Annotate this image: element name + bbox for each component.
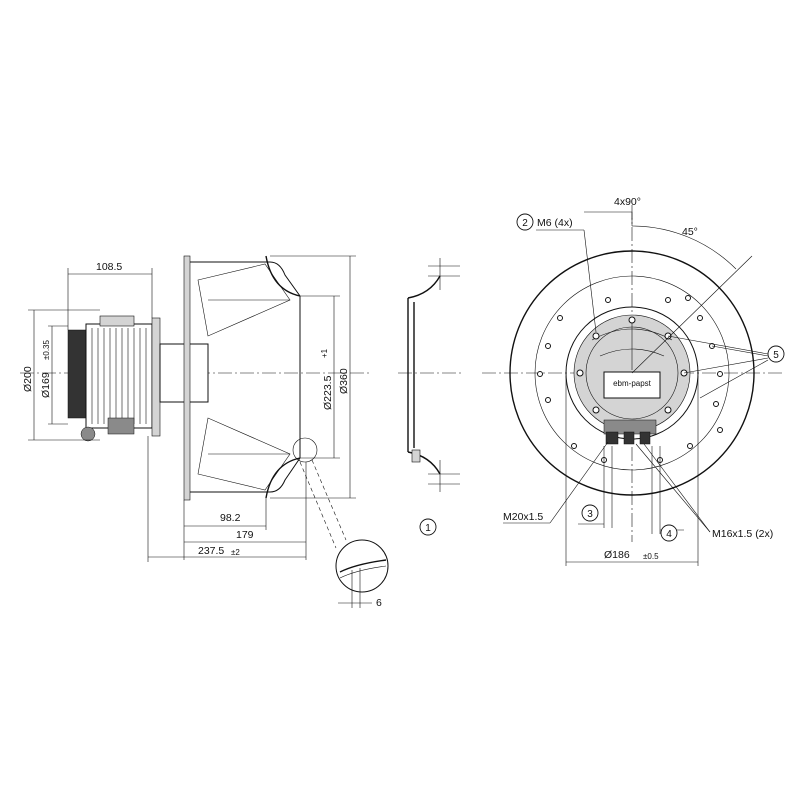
dim-mount-tol: ±0.35 (42, 339, 51, 360)
motor-top-boss (99, 315, 135, 327)
front-view: ebm-papst (482, 196, 785, 566)
dim-bottom-group: 98.2 179 237.5 ±2 (147, 436, 307, 562)
angle-offset: 45° (682, 226, 698, 238)
gland-m16-a (623, 431, 635, 445)
impeller-blades (197, 263, 291, 491)
balloon-5-label: 5 (773, 350, 779, 361)
dim-108-5-group: 108.5 (67, 261, 153, 330)
motor-housing (85, 323, 153, 429)
impeller-inlet-lip-top (265, 255, 301, 297)
balloon-3-callout: 3 (578, 446, 613, 528)
dim-depth-179: 179 (236, 529, 254, 541)
thread-m6-label: M6 (4x) (537, 217, 573, 229)
thread-m16-label: M16x1.5 (2x) (712, 528, 773, 540)
balloon-1 (419, 518, 437, 536)
brand-logo: ebm-papst (613, 379, 652, 388)
detail-marker-circle (292, 437, 318, 463)
impeller-back-plate (183, 255, 191, 501)
dim-impeller-dia: Ø360 (338, 368, 350, 394)
impeller-bottom-shroud (190, 457, 301, 493)
detail-leader-1 (311, 459, 347, 541)
gland-m16-b (639, 431, 651, 445)
pitch-leader (584, 211, 633, 220)
balloon-3 (581, 504, 599, 522)
impeller-inlet-lip-bottom (265, 457, 301, 499)
dim-impeller-depth: 98.2 (220, 512, 241, 524)
dim-hole-circle: Ø186 (604, 549, 630, 561)
angle-arc-45 (631, 225, 737, 270)
detail-view: 6 (299, 459, 389, 609)
m20-callout: M20x1.5 (503, 441, 609, 524)
motor-flange (151, 317, 161, 437)
gland-m20 (605, 431, 619, 445)
motor-face-details: ebm-papst (591, 318, 673, 445)
balloon-4-label: 4 (666, 529, 672, 540)
dim-outer-dia: Ø200 (22, 366, 34, 392)
detail-circle (335, 539, 389, 593)
m6-callout: 2 M6 (4x) (516, 213, 597, 333)
angle-dims: 4x90° 45° (584, 196, 753, 374)
inlet-ring-view: 1 (398, 258, 462, 536)
detail-profile (339, 559, 387, 573)
dim-motor-length: 108.5 (96, 261, 122, 273)
balloon-4 (660, 524, 678, 542)
balloon-4-callout: 4 (651, 446, 684, 542)
motor-cooling-fins (91, 328, 147, 424)
impeller-top-shroud (190, 261, 301, 297)
dim-right-group: Ø223.5 +1 Ø360 (270, 255, 356, 499)
motor-terminal-box (107, 417, 135, 435)
balloon-5-callout: 5 (667, 335, 785, 399)
impeller-outer-circle (509, 250, 755, 496)
inlet-pressure-tap (411, 449, 421, 463)
dim-186-group: Ø186 ±0.5 (565, 376, 699, 566)
thread-m20-label: M20x1.5 (503, 511, 543, 523)
side-view: 6 108.5 Ø200 Ø169 ±0.35 (20, 255, 389, 609)
dim-detail-gap: 6 (376, 597, 382, 609)
rating-plate (603, 371, 661, 399)
m16-callout: M16x1.5 (2x) (635, 443, 773, 540)
impeller-side (183, 255, 318, 501)
angle-ray-45 (631, 255, 753, 374)
impeller-inner-circle (534, 275, 730, 471)
balance-weights (537, 295, 723, 463)
cable-gland (80, 426, 96, 442)
dim-mount-dia: Ø169 (40, 372, 52, 398)
balloon-2 (516, 213, 534, 231)
dim-total-depth: 237.5 (198, 545, 224, 557)
inlet-ring-flare-bottom (407, 451, 441, 475)
dim-inlet-dia: Ø223.5 (322, 375, 334, 410)
detail-leader-2 (299, 461, 337, 549)
detail-profile-inner (339, 565, 387, 579)
dim-inlet-tol: +1 (320, 348, 329, 358)
dim-hole-tol: ±0.5 (643, 552, 659, 561)
dim-total-tol: ±2 (231, 548, 240, 557)
inlet-ring-flare-top (407, 275, 441, 299)
angle-pitch: 4x90° (614, 196, 641, 208)
motor-end-cap (67, 329, 87, 419)
balloon-1-label: 1 (425, 523, 431, 534)
dim-left-group: Ø200 Ø169 ±0.35 (22, 309, 100, 441)
balloon-2-label: 2 (522, 218, 528, 229)
balloon-3-label: 3 (587, 509, 593, 520)
